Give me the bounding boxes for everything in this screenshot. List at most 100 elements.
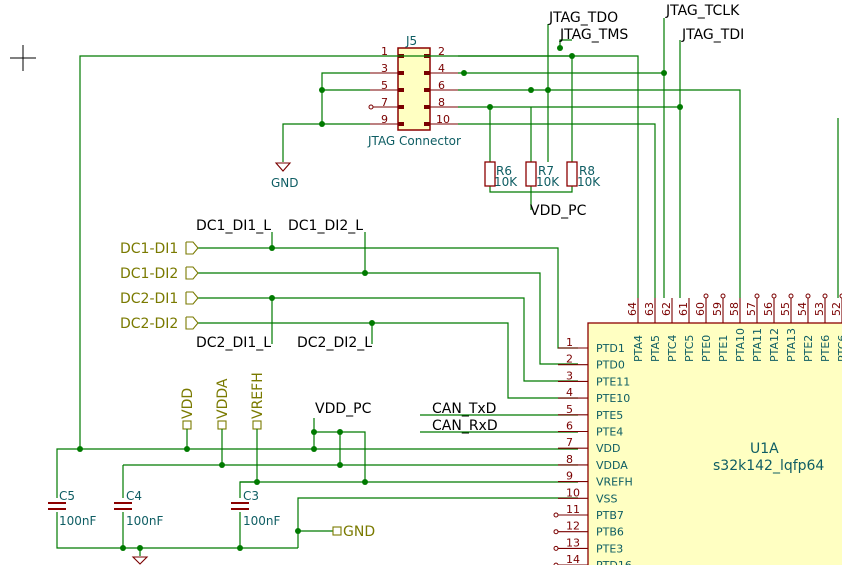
power-flag-vrefh[interactable]: VREFH bbox=[250, 372, 266, 430]
mcu-pin-name: PTB7 bbox=[596, 509, 624, 522]
svg-text:VREFH: VREFH bbox=[250, 372, 266, 419]
connector-pin-number: 5 bbox=[381, 79, 388, 92]
global-label-dc2-di2[interactable]: DC2-DI2 bbox=[120, 316, 199, 332]
mcu-pin-number: 52 bbox=[830, 302, 842, 316]
power-flag-vdd[interactable]: VDD bbox=[180, 388, 196, 430]
mcu-pin-name: PTD16 bbox=[596, 559, 632, 565]
mcu-pin-name: VDD bbox=[596, 442, 620, 455]
mcu-pin-name: PTE2 bbox=[802, 335, 815, 362]
net-label-vdd-pc-bottom: VDD_PC bbox=[315, 401, 372, 417]
mcu-pin-name: PTE4 bbox=[596, 426, 623, 439]
global-label-dc1-di1[interactable]: DC1-DI1 bbox=[120, 241, 199, 257]
connector-pin-number: 4 bbox=[438, 62, 445, 75]
mcu-pin-number: 62 bbox=[660, 302, 673, 316]
mcu-pin-number: 59 bbox=[711, 302, 724, 316]
svg-text:DC1-DI1: DC1-DI1 bbox=[120, 241, 178, 257]
mcu-body bbox=[587, 322, 842, 565]
connector-j5[interactable]: 1 3 5 7 9 2 4 6 8 10 J5 JTAG Connector bbox=[367, 34, 461, 148]
capacitor-c3[interactable]: C3 100nF bbox=[231, 489, 281, 528]
mcu-pin-left: 11 PTB7 bbox=[553, 503, 624, 522]
resistor-r6[interactable]: R6 10K bbox=[484, 161, 518, 189]
mcu-pin-number: 6 bbox=[566, 420, 573, 433]
mcu-pin-name: PTA13 bbox=[785, 328, 798, 362]
power-flag-vdda[interactable]: VDDA bbox=[215, 378, 231, 430]
mcu-pin-number: 11 bbox=[566, 503, 580, 516]
mcu-pin-name: PTD1 bbox=[596, 342, 625, 355]
resistor-reference: R8 bbox=[579, 164, 595, 178]
connector-pin-number: 3 bbox=[381, 62, 388, 75]
mcu-pin-left: 7 VDD bbox=[558, 436, 620, 455]
crosshair-cursor-icon bbox=[10, 45, 36, 71]
global-label-gnd[interactable]: GND bbox=[332, 524, 375, 540]
mcu-pin-name: PTE5 bbox=[596, 409, 623, 422]
net-label-dc2-di2-l: DC2_DI2_L bbox=[297, 335, 372, 351]
mcu-pin-name: PTA12 bbox=[768, 328, 781, 362]
net-label-dc1-di1-l: DC1_DI1_L bbox=[196, 218, 271, 234]
mcu-pin-number: 12 bbox=[566, 520, 580, 533]
net-label-vdd-pc-top: VDD_PC bbox=[530, 203, 587, 219]
connector-pin-number: 6 bbox=[438, 79, 445, 92]
capacitor-value: 100nF bbox=[243, 514, 281, 528]
mcu-pin-name: PTE6 bbox=[819, 335, 832, 362]
global-label-dc2-di1[interactable]: DC2-DI1 bbox=[120, 291, 199, 307]
resistor-reference: R6 bbox=[496, 164, 512, 178]
capacitor-value: 100nF bbox=[126, 514, 164, 528]
resistor-r8[interactable]: R8 10K bbox=[566, 161, 601, 189]
mcu-pin-name: VSS bbox=[596, 492, 618, 505]
mcu-pin-name: PTC4 bbox=[666, 335, 679, 362]
mcu-pin-number: 60 bbox=[694, 302, 707, 316]
resistor-r7[interactable]: R7 10K bbox=[525, 161, 560, 189]
mcu-pin-name: PTE10 bbox=[596, 392, 630, 405]
ground-symbol-top: GND bbox=[271, 162, 299, 190]
mcu-pin-number: 4 bbox=[566, 386, 573, 399]
mcu-pin-name: VDDA bbox=[596, 459, 628, 472]
mcu-pin-left: 12 PTB6 bbox=[553, 520, 624, 539]
mcu-pin-number: 2 bbox=[566, 353, 573, 366]
net-label-can-rxd: CAN_RxD bbox=[432, 418, 498, 434]
mcu-pin-number: 64 bbox=[626, 302, 639, 316]
mcu-pin-name: PTE0 bbox=[700, 335, 713, 362]
net-label-jtag-tdo: JTAG_TDO bbox=[548, 10, 618, 26]
net-label-jtag-tdi: JTAG_TDI bbox=[681, 27, 744, 43]
svg-text:VDDA: VDDA bbox=[215, 378, 231, 419]
mcu-pin-number: 56 bbox=[762, 302, 775, 316]
mcu-pin-number: 1 bbox=[566, 336, 573, 349]
capacitor-reference: C3 bbox=[243, 489, 259, 503]
mcu-pin-name: PTB6 bbox=[596, 526, 624, 539]
mcu-pin-number: 57 bbox=[745, 302, 758, 316]
capacitor-c4[interactable]: C4 100nF bbox=[114, 489, 164, 528]
mcu-pin-left: 6 PTE4 bbox=[558, 420, 623, 439]
connector-pin-number: 10 bbox=[436, 113, 450, 126]
svg-text:DC2-DI2: DC2-DI2 bbox=[120, 316, 178, 332]
resistor-value: 10K bbox=[494, 175, 518, 189]
mcu-pin-name: PTE1 bbox=[717, 335, 730, 362]
mcu-pin-name: PTD0 bbox=[596, 359, 625, 372]
capacitor-c5[interactable]: C5 100nF bbox=[48, 489, 97, 528]
net-label-dc2-di1-l: DC2_DI1_L bbox=[196, 335, 271, 351]
capacitor-value: 100nF bbox=[59, 514, 97, 528]
mcu-pin-number: 53 bbox=[813, 302, 826, 316]
mcu-pin-name: PTA4 bbox=[632, 335, 645, 362]
global-label-dc1-di2[interactable]: DC1-DI2 bbox=[120, 266, 199, 282]
mcu-pin-name: PTE3 bbox=[596, 542, 623, 555]
mcu-pin-left: 1 PTD1 bbox=[558, 336, 625, 355]
net-label-jtag-tms: JTAG_TMS bbox=[559, 27, 628, 43]
ground-label: GND bbox=[271, 176, 299, 190]
mcu-pin-number: 7 bbox=[566, 436, 573, 449]
